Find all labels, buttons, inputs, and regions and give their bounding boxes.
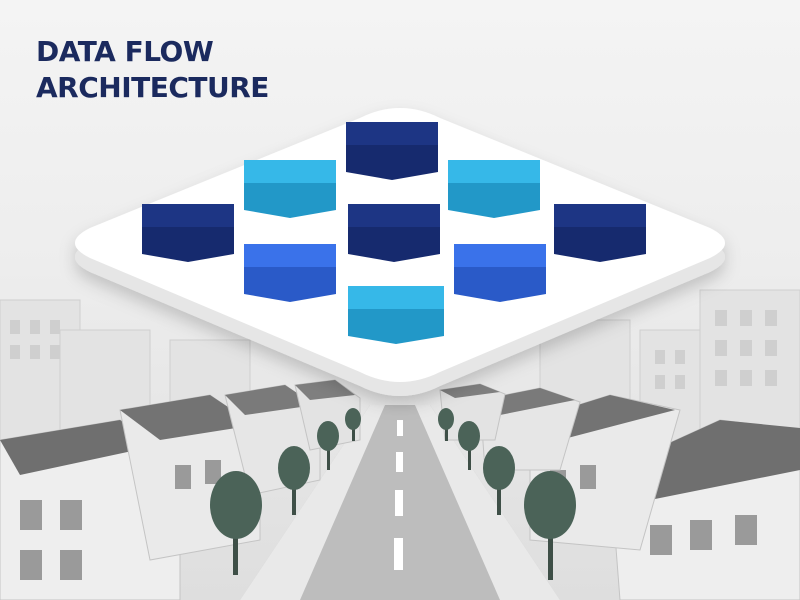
lane-marking [397,420,403,436]
street [240,405,560,600]
data-block-blue [244,244,336,302]
data-block-navy [346,122,438,180]
page-title: DATA FLOW ARCHITECTURE [36,34,269,106]
data-block-cyan [348,286,444,344]
data-block-cyan [448,160,540,218]
tree [210,471,262,575]
trees [210,408,576,580]
lane-marking [396,452,403,472]
lane-marking [395,490,403,516]
title-line-1: DATA FLOW [36,35,214,68]
tree [483,446,515,515]
title-line-2: ARCHITECTURE [36,71,269,104]
data-block-navy [348,204,440,262]
data-blocks [142,122,646,344]
tree [524,471,576,580]
data-block-cyan [244,160,336,218]
tree [458,421,480,470]
data-block-navy [554,204,646,262]
tree [438,408,454,441]
tree [278,446,310,515]
lane-marking [394,538,403,570]
data-block-blue [454,244,546,302]
tree [345,408,361,441]
data-block-navy [142,204,234,262]
tree [317,421,339,470]
skyline-windows [10,310,777,389]
